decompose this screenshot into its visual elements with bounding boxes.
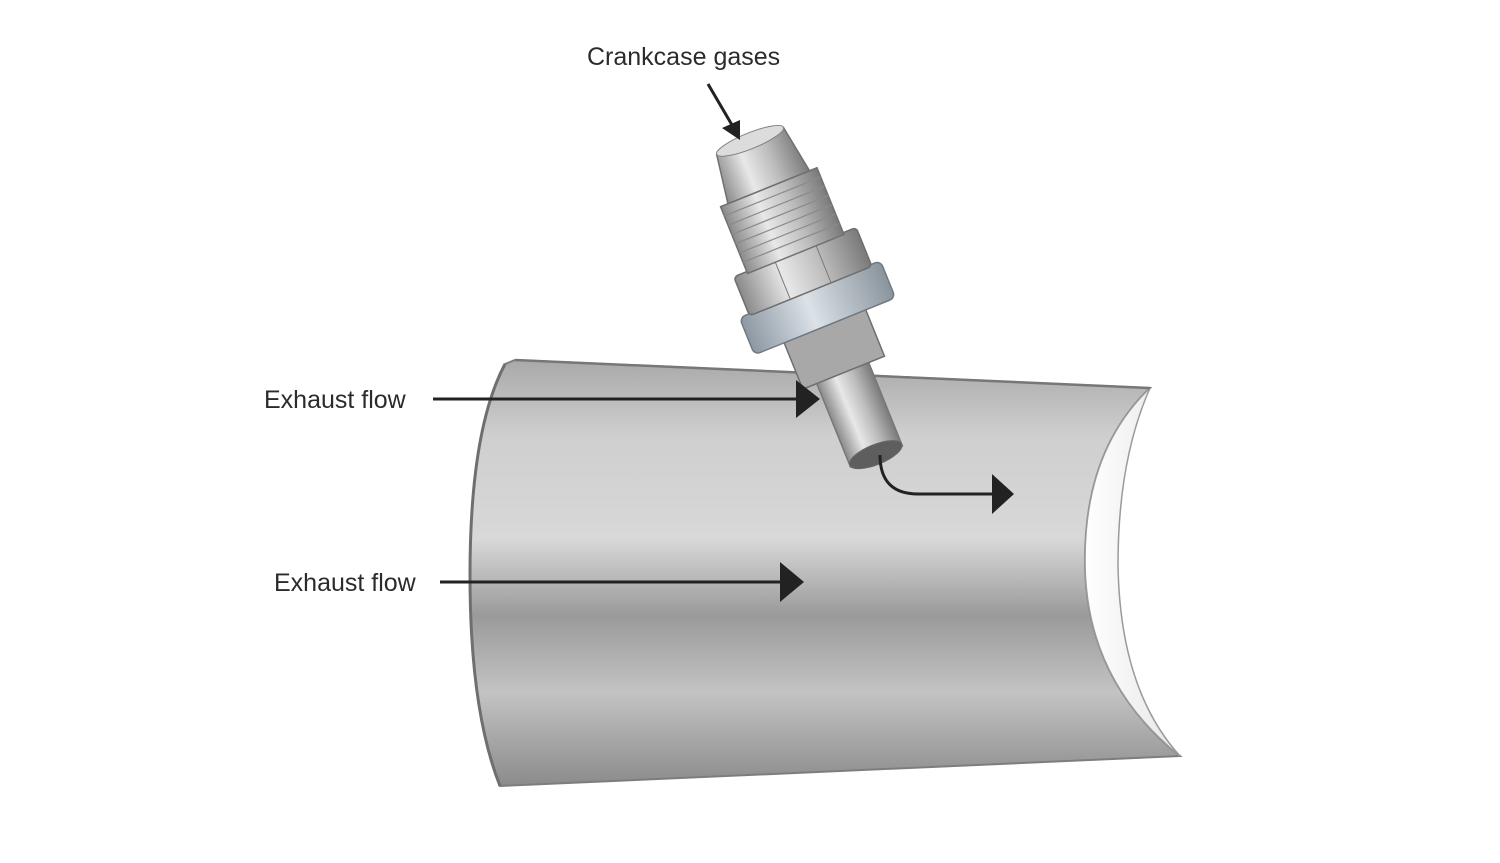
outflow-arrow (878, 454, 1014, 514)
exhaust-pipe (468, 358, 1183, 788)
exhaust-flow-label-bottom: Exhaust flow (274, 569, 416, 597)
crankcase-arrow (706, 83, 740, 140)
crankcase-fitting (715, 124, 904, 470)
exhaust-bottom-arrow (440, 562, 804, 602)
exhaust-top-arrow (433, 380, 820, 418)
exhaust-flow-label-top: Exhaust flow (264, 386, 406, 414)
crankcase-gases-label: Crankcase gases (587, 43, 781, 71)
